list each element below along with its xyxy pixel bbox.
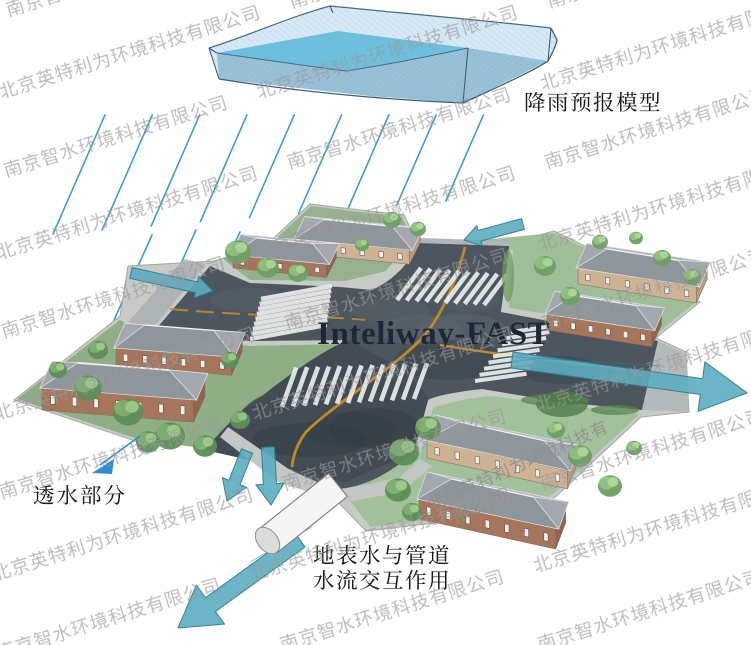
svg-text:Inteliway-FAST: Inteliway-FAST	[317, 316, 550, 352]
